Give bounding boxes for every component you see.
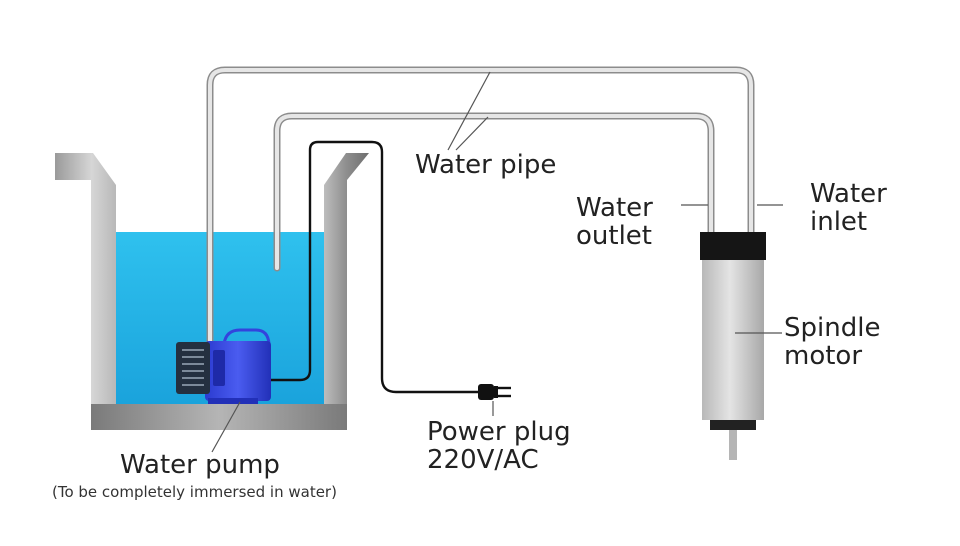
water-outlet-label-line2: outlet: [576, 221, 652, 251]
power-plug-icon: [478, 384, 511, 400]
tank-wall-right: [324, 153, 369, 430]
water-pipe-inlet: [206, 66, 755, 349]
tank-wall-left: [55, 153, 116, 404]
water-outlet-label-line1: Water: [576, 193, 653, 223]
power-plug-label-line1: Power plug: [427, 417, 571, 447]
tank-bottom: [91, 404, 347, 430]
spindle-motor-label-line2: motor: [784, 341, 863, 371]
water-inlet-label-line1: Water: [810, 179, 887, 209]
power-cable: [266, 140, 482, 394]
power-plug-label-line2: 220V/AC: [427, 445, 539, 475]
leader-lines: [211, 71, 783, 453]
water-pump-note: (To be completely immersed in water): [52, 483, 337, 501]
water-pump-label: Water pump: [120, 450, 280, 480]
spindle-motor-label-line1: Spindle: [784, 313, 881, 343]
spindle-motor-icon: [700, 232, 766, 460]
water-pump-icon: [176, 328, 271, 404]
water-inlet-label-line2: inlet: [810, 207, 868, 237]
water-pipe-label: Water pipe: [415, 150, 557, 180]
water-pipe-outlet: [273, 112, 715, 272]
water-tank: [55, 153, 369, 430]
